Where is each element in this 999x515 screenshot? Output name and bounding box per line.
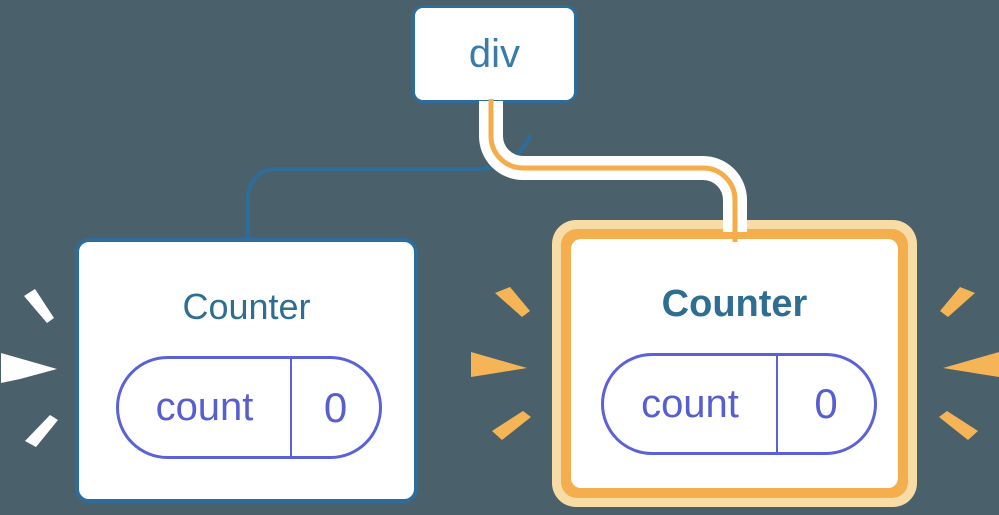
white-spark-ray (1, 353, 57, 383)
yellow-spark-ray (939, 411, 978, 440)
counter-card-right: Counter count 0 (571, 239, 898, 488)
counter-title: Counter (661, 283, 808, 325)
state-key: count (641, 381, 739, 426)
edge-to-right-counter-casing (479, 101, 747, 232)
yellow-spark-ray (471, 352, 527, 377)
yellow-spark-ray (495, 287, 530, 317)
counter-title: Counter (182, 286, 311, 327)
counter-card-right-highlight-glow: Counter count 0 (552, 220, 917, 507)
yellow-spark-ray (492, 411, 531, 440)
counter-card-left: Counter count 0 (75, 238, 418, 503)
counter-card-right-highlight-ring: Counter count 0 (561, 229, 908, 498)
yellow-spark-ray (940, 287, 975, 317)
edge-to-left-counter (246, 134, 533, 242)
state-pill: count 0 (601, 353, 877, 455)
state-value: 0 (290, 359, 379, 456)
root-node-label: div (468, 31, 521, 76)
root-node-div: div (412, 5, 577, 103)
state-pill: count 0 (116, 356, 382, 459)
state-value: 0 (776, 356, 874, 452)
white-spark-ray (24, 289, 54, 323)
white-spark-ray (25, 415, 58, 447)
state-key: count (155, 385, 254, 429)
yellow-spark-ray (943, 352, 999, 377)
